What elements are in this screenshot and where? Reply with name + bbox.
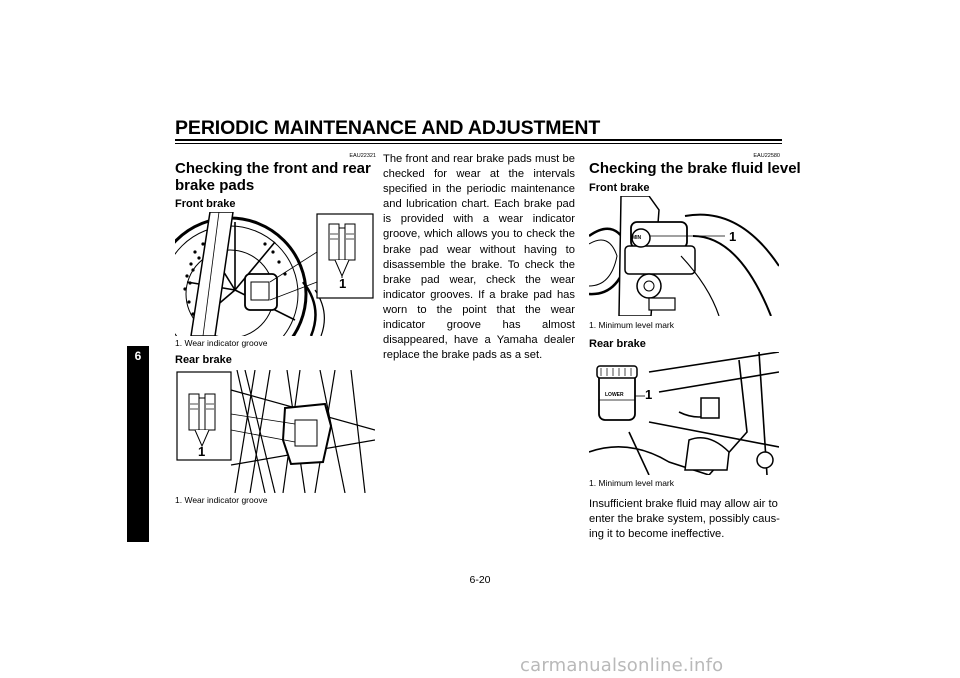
rear-fluid-reservoir-illustration [589, 352, 779, 475]
front-pad-callout: 1 [339, 276, 347, 291]
page-number: 6-20 [469, 574, 491, 586]
rear-brake-fluid-figure: LOWER 1 [589, 352, 779, 475]
rear-fluid-callout: 1 [645, 387, 653, 402]
rear-brake-pad-illustration [176, 370, 375, 493]
rear-pad-callout: 1 [198, 444, 206, 459]
subheading-front-brake: Front brake [589, 182, 650, 194]
chapter-tab: 6 [127, 346, 149, 542]
front-brake-fluid-figure: MIN 1 [589, 196, 779, 316]
front-fluid-caption: 1. Minimum level mark [589, 320, 675, 330]
subheading-rear-brake: Rear brake [175, 354, 232, 366]
front-fluid-callout: 1 [729, 229, 737, 244]
rear-fluid-caption: 1. Minimum level mark [589, 478, 675, 488]
front-brake-pad-figure: 1 [175, 212, 375, 336]
rear-pad-caption: 1. Wear indicator groove [175, 495, 268, 505]
watermark: carmanualsonline.info [520, 655, 724, 676]
page-header-title: PERIODIC MAINTENANCE AND ADJUSTMENT [175, 117, 601, 139]
subheading-rear-brake: Rear brake [589, 338, 646, 350]
front-fluid-reservoir-illustration [589, 196, 779, 316]
header-rule-thin [175, 143, 782, 144]
rear-lower-mark: LOWER [605, 392, 624, 398]
section-code: EAU22580 [753, 153, 780, 159]
brake-fluid-paragraph: Insufficient brake fluid may allow air t… [589, 498, 780, 541]
section-title-brake-fluid: Checking the brake fluid level [589, 160, 801, 177]
front-pad-caption: 1. Wear indicator groove [175, 338, 268, 348]
front-min-mark: MIN [632, 235, 642, 241]
header-rule [175, 139, 782, 141]
section-title-brake-pads: Checking the front and rear brake pads [175, 160, 371, 194]
brake-pads-paragraph: The front and rear brake pads must be ch… [383, 153, 575, 362]
section-code: EAU22321 [349, 153, 376, 159]
subheading-front-brake: Front brake [175, 198, 236, 210]
rear-brake-pad-figure: 1 [175, 370, 375, 493]
front-brake-pad-illustration [175, 212, 374, 336]
chapter-tab-number: 6 [134, 349, 142, 363]
